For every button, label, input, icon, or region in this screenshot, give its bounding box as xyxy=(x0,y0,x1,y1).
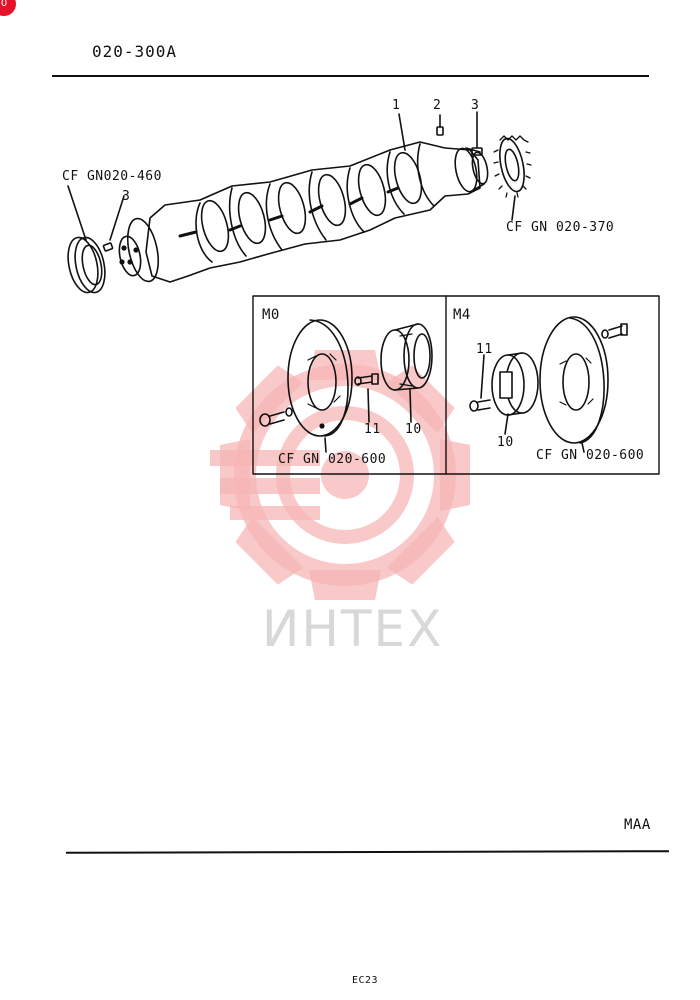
m4-ref: CF GN 020-600 xyxy=(536,448,645,463)
label-part-1: 1 xyxy=(392,98,401,113)
document-code: 020-300A xyxy=(92,42,178,61)
m0-pulley xyxy=(380,323,433,391)
m4-label-pulley: 10 xyxy=(497,435,514,450)
m4-screw xyxy=(601,323,628,339)
leader-m0-ref xyxy=(324,437,327,453)
m4-damper-disc xyxy=(539,316,609,444)
crankshaft-drawing xyxy=(118,141,489,283)
leader-m4-11 xyxy=(480,354,485,399)
top-rule xyxy=(52,75,649,77)
variant-box xyxy=(252,295,660,475)
m0-label-pulley: 10 xyxy=(405,422,422,437)
m4-label-bolt: 11 xyxy=(476,342,493,357)
part-3-key-left xyxy=(102,242,114,252)
left-seal-ring xyxy=(67,236,106,294)
label-seal-ref: CF GN020-460 xyxy=(62,169,162,184)
label-gear-ref: CF GN 020-370 xyxy=(506,220,615,235)
m0-damper-disc xyxy=(287,319,353,437)
m4-pulley xyxy=(491,352,539,416)
part-2-pin xyxy=(436,126,444,136)
leader-gear xyxy=(511,195,516,221)
leader-seal xyxy=(67,185,87,241)
leader-m0-11 xyxy=(367,388,370,423)
m0-ref: CF GN 020-600 xyxy=(278,452,387,467)
label-part-2: 2 xyxy=(433,98,442,113)
leader-3-left xyxy=(109,195,125,241)
m0-bolt xyxy=(354,373,379,386)
leader-m4-ref xyxy=(581,442,585,453)
m4-bolt xyxy=(469,399,491,412)
model-code: MAA xyxy=(624,817,651,833)
leader-m4-10 xyxy=(504,413,509,435)
m4-title: M4 xyxy=(453,307,471,323)
leader-m0-10 xyxy=(409,389,412,423)
corner-badge: 0 xyxy=(0,0,16,16)
timing-gear xyxy=(493,135,532,198)
watermark-text: ИНТЕХ xyxy=(262,600,444,658)
leader-1 xyxy=(398,113,406,151)
label-part-3-left: 3 xyxy=(122,189,131,204)
m0-title: M0 xyxy=(262,307,280,323)
m0-label-bolt: 11 xyxy=(364,422,381,437)
label-part-3-right: 3 xyxy=(471,98,480,113)
m0-screw xyxy=(259,407,293,427)
page-code: EC23 xyxy=(352,975,379,986)
